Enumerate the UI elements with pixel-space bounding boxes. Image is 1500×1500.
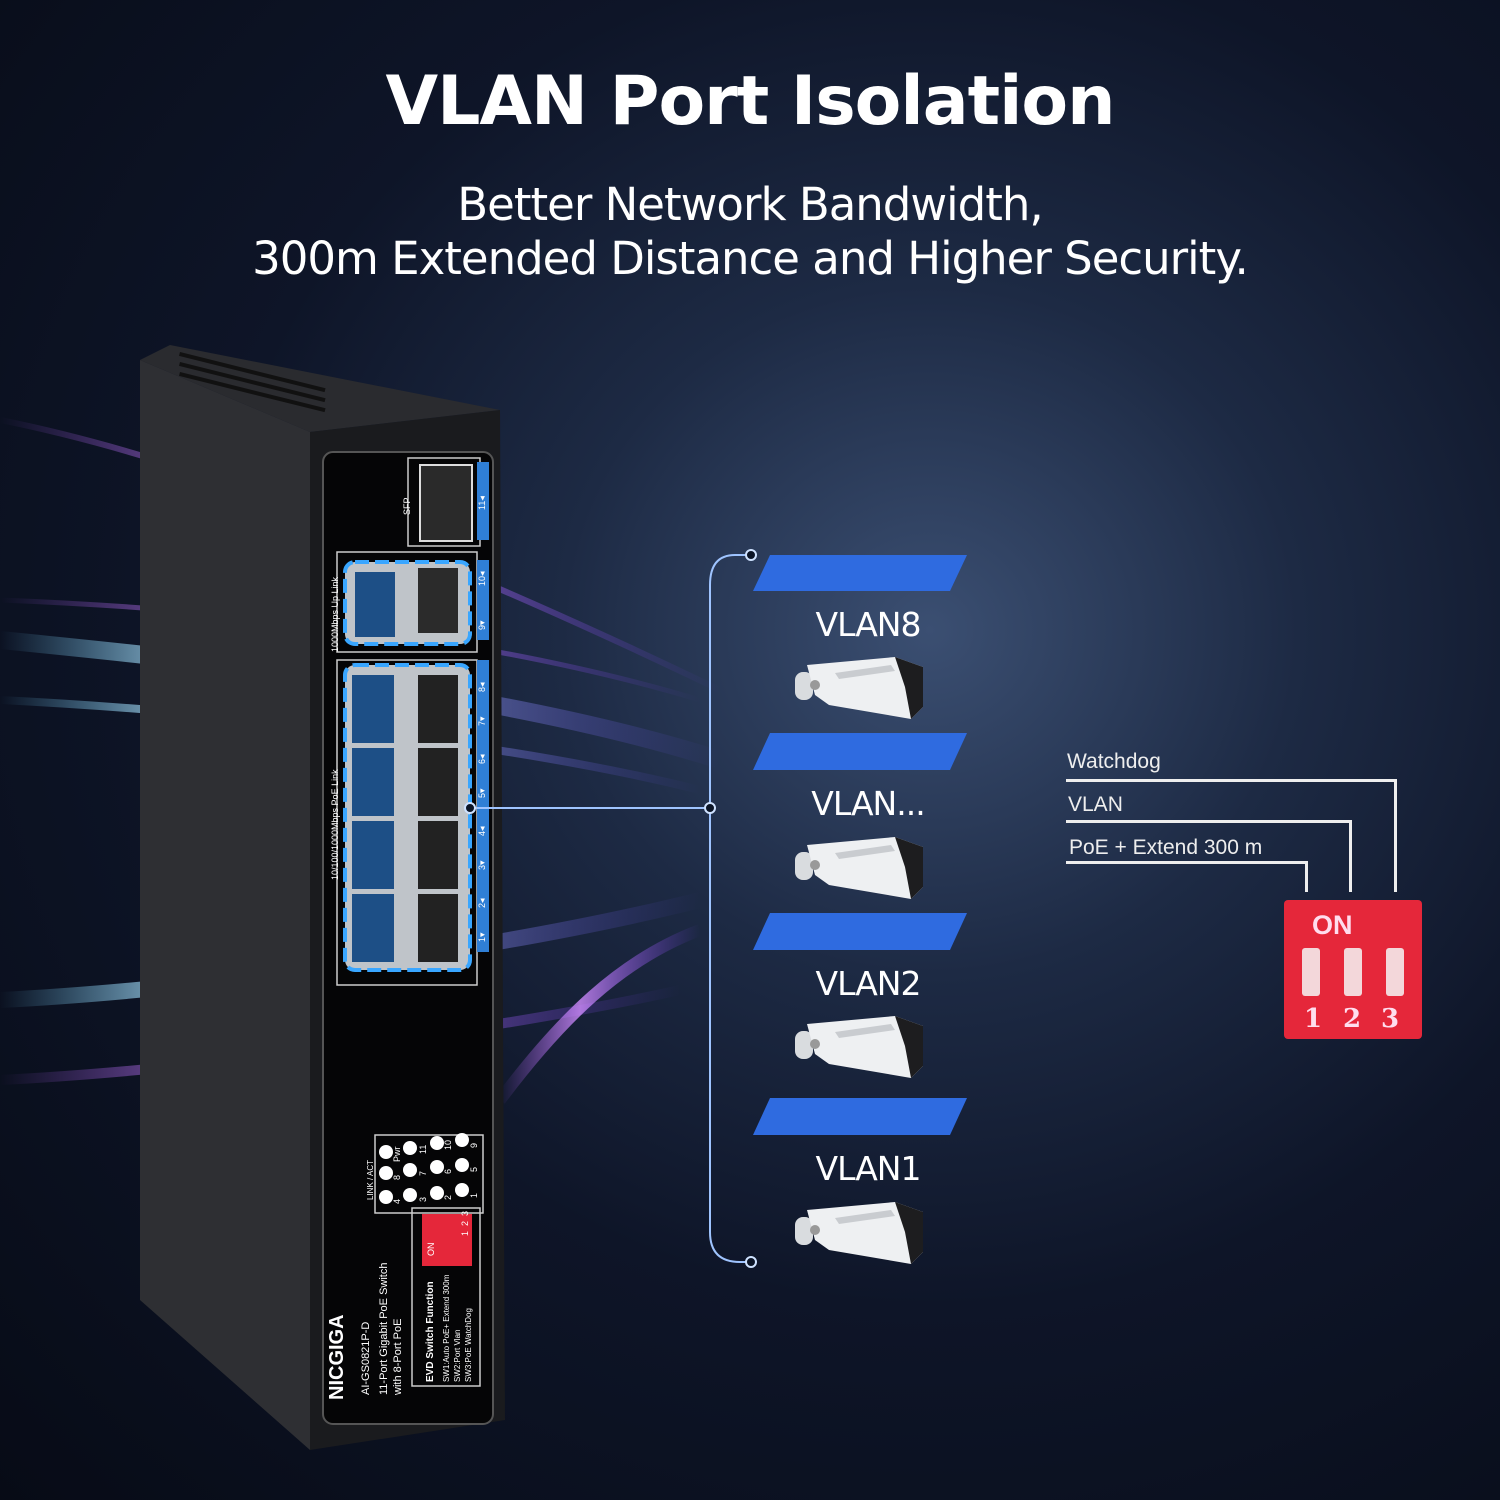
vlan1-label: VLAN1 [815, 1149, 922, 1188]
dip-label-poe-extend: PoE + Extend 300 m [1069, 836, 1263, 859]
dip-leader-2 [1066, 820, 1352, 892]
camera-icon [795, 837, 923, 899]
vlan2-label: VLAN2 [815, 964, 922, 1003]
dip-leader-3 [1066, 779, 1397, 892]
camera-icon [795, 657, 923, 719]
dip-toggle-3[interactable] [1386, 948, 1404, 996]
camera-icon [795, 1016, 923, 1078]
vlan8-plate [753, 555, 967, 591]
dip-number-1: 1 [1304, 1004, 1323, 1034]
vlan8-label: VLAN8 [815, 605, 922, 644]
dip-toggle-1[interactable] [1302, 948, 1320, 996]
dip-label-vlan: VLAN [1068, 793, 1123, 816]
dip-switch: ON 1 2 3 [1284, 900, 1422, 1039]
dip-number-3: 3 [1381, 1004, 1400, 1034]
dip-toggle-2[interactable] [1344, 948, 1362, 996]
dip-label-watchdog: Watchdog [1067, 750, 1161, 773]
vlan1-plate [753, 1098, 967, 1135]
subtitle-line-1: Better Network Bandwidth, [457, 178, 1043, 231]
status-leds [379, 1133, 469, 1204]
vlan2-plate [753, 913, 967, 950]
dip-leader-1 [1066, 861, 1308, 892]
sfp-port [419, 464, 473, 542]
subtitle-line-2: 300m Extended Distance and Higher Securi… [252, 232, 1249, 285]
vlan-more-plate [753, 733, 967, 770]
vent-slots [179, 352, 326, 413]
page-title: VLAN Port Isolation [385, 62, 1115, 141]
dip-number-2: 2 [1343, 1004, 1362, 1034]
vlan-more-label: VLAN... [811, 784, 925, 823]
dip-on-label: ON [1312, 910, 1353, 940]
camera-icon [795, 1202, 923, 1264]
switch-dip [422, 1214, 472, 1266]
